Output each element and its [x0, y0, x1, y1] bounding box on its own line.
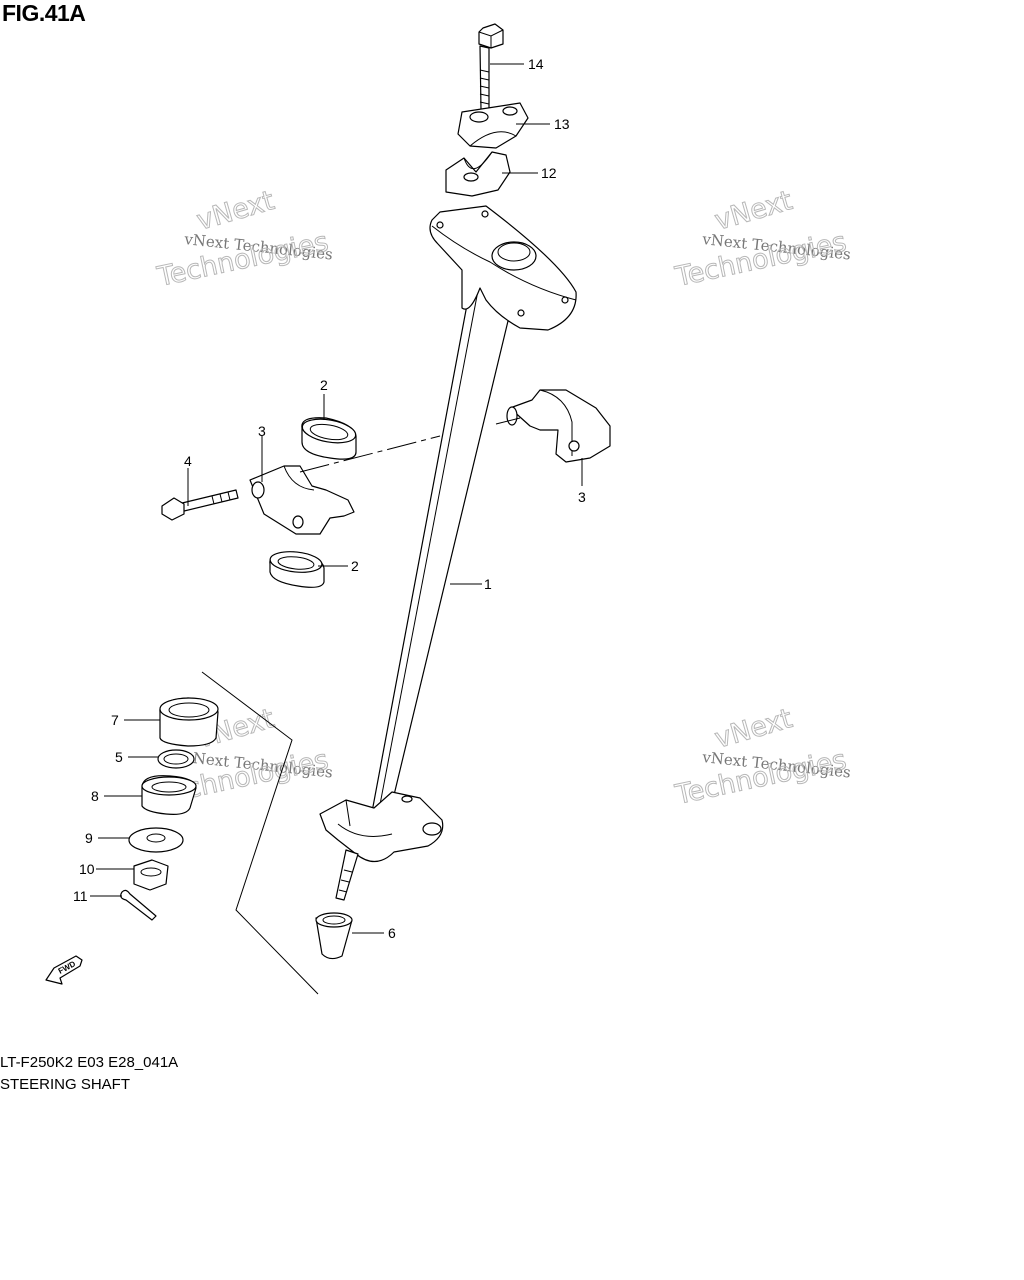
callout-2-lower: 2: [351, 558, 359, 574]
part-12-lower-handlebar-holder: [445, 151, 511, 197]
assembly-outline: [201, 671, 319, 995]
watermark-brand: vNext: [193, 185, 277, 237]
callout-3-right: 3: [578, 489, 586, 505]
callout-6: 6: [388, 925, 396, 941]
callout-14: 14: [528, 56, 544, 72]
part-7-seal: [159, 697, 219, 747]
part-14-bolt: [478, 23, 504, 114]
part-2-bushing-upper: [301, 417, 357, 460]
callout-10: 10: [79, 861, 95, 877]
callout-12: 12: [541, 165, 557, 181]
part-1-steering-shaft: [319, 205, 577, 901]
part-3-shaft-holder-right: [506, 389, 611, 463]
callout-9: 9: [85, 830, 93, 846]
watermark-brand: vNext: [711, 185, 795, 237]
callout-2-upper: 2: [320, 377, 328, 393]
part-4-bolt: [161, 489, 239, 521]
part-5-o-ring: [157, 749, 195, 769]
page-title: FIG.41A: [2, 0, 86, 26]
callout-4: 4: [184, 453, 192, 469]
part-11-cotter-pin: [120, 889, 157, 921]
watermark-top-right: vNext vNext Technologies Technologies: [672, 185, 852, 294]
alignment-dashed-line: [299, 417, 521, 473]
callout-13: 13: [554, 116, 570, 132]
part-10-nut: [133, 859, 169, 891]
part-6-bushing: [315, 912, 353, 960]
watermark-bottom-right: vNext vNext Technologies Technologies: [672, 703, 852, 812]
watermark-top-left: vNext vNext Technologies Technologies: [154, 185, 334, 294]
callout-1: 1: [484, 576, 492, 592]
fwd-arrow-icon: FWD: [45, 955, 83, 985]
callout-8: 8: [91, 788, 99, 804]
part-13-upper-handlebar-holder: [457, 102, 529, 149]
part-8-bearing: [141, 775, 197, 815]
figure-caption: STEERING SHAFT: [0, 1076, 131, 1093]
part-3-shaft-holder-left: [249, 465, 355, 535]
watermark-brand: vNext: [711, 703, 795, 755]
callout-11: 11: [73, 888, 88, 904]
part-2-bushing-lower: [269, 551, 325, 588]
model-code: LT-F250K2 E03 E28_041A: [0, 1054, 179, 1071]
callout-5: 5: [115, 749, 123, 765]
callout-7: 7: [111, 712, 119, 728]
callout-3-left: 3: [258, 423, 266, 439]
part-9-washer: [128, 827, 184, 853]
